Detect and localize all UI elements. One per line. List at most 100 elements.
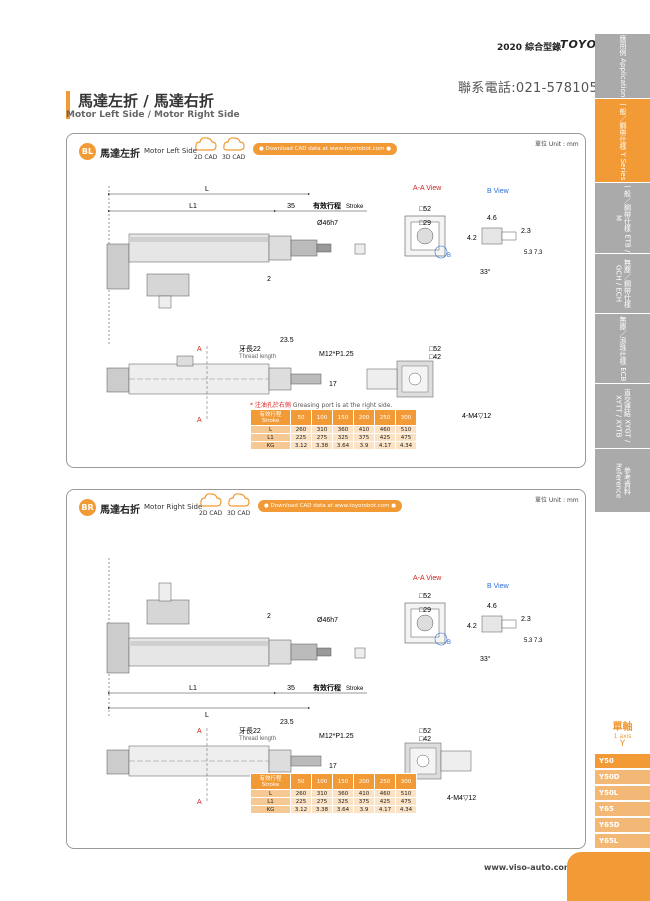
section-badge: BR — [79, 499, 96, 516]
sidebar-tab-0[interactable]: 應用例 Application — [595, 34, 650, 98]
catalog-title: 2020 綜合型錄 — [497, 43, 562, 53]
sidebar-tab-1[interactable]: 一般／鋼帶仕樣 Y Series — [595, 99, 650, 182]
sidebar-tab-label: 直交連結 XYGT / XYTT / XYTB — [614, 389, 632, 443]
aa-view-label: A-A View — [413, 185, 442, 192]
axis-nav-subtitle: 1 axis — [613, 733, 632, 740]
dim-sq29: □29 — [419, 220, 431, 227]
sidebar-tab-5[interactable]: 直交連結 XYGT / XYTT / XYTB — [595, 384, 650, 448]
sidebar-tab-2[interactable]: 一般／鋼帶仕樣 ETB / M — [595, 183, 650, 253]
dim-L: L — [205, 712, 209, 719]
unit-label: 單位 Unit : mm — [535, 497, 579, 504]
section-title-en: Motor Left Side — [144, 147, 197, 155]
thread-label-en: Thread length — [239, 736, 276, 742]
aa-view-drawing — [404, 215, 448, 259]
axis-item-label: Y65 — [599, 805, 614, 813]
table-cell: 325 — [332, 797, 354, 806]
page-subtitle: Motor Left Side / Motor Right Side — [66, 110, 240, 120]
row-label: L — [250, 425, 291, 434]
cad-2d-icon[interactable]: 2D CAD — [199, 492, 222, 517]
grease-note: * 注油孔於右側 Greasing port is at the right s… — [250, 402, 393, 409]
dim-35: 35 — [287, 685, 295, 692]
table-cell: 225 — [290, 433, 312, 442]
b-view-drawing — [481, 227, 517, 245]
axis-nav-header: 單軸 1 axis Y — [595, 722, 650, 749]
table-cell: 3.12 — [290, 441, 312, 450]
sidebar-tab-4[interactable]: 無塵／滾珠仕樣 ECB — [595, 314, 650, 383]
row-label: L1 — [250, 433, 291, 442]
footer-accent-tab — [567, 852, 650, 901]
table-cell: 310 — [311, 425, 333, 434]
dim-2: 2 — [267, 276, 271, 283]
page-title: 馬達左折 / 馬達右折 — [78, 92, 214, 110]
actuator-side-view — [106, 582, 366, 674]
table-cell: 460 — [374, 425, 396, 434]
dim-sq29: □29 — [419, 607, 431, 614]
stroke-col: 300 — [395, 773, 417, 790]
row-label: KG — [250, 805, 291, 814]
section-title-en: Motor Right Side — [144, 503, 203, 511]
cad-3d-label: 3D CAD — [227, 510, 251, 517]
table-cell: 410 — [353, 789, 375, 798]
table-cell: 225 — [290, 797, 312, 806]
section-marker-a-bottom: A — [197, 799, 202, 806]
axis-item-2[interactable]: Y50L — [595, 786, 650, 801]
row-label: L1 — [250, 797, 291, 806]
axis-item-5[interactable]: Y65L — [595, 834, 650, 849]
dim-sq52: □52 — [419, 206, 431, 213]
dim-33: 33° — [480, 268, 491, 276]
sidebar-tab-6[interactable]: 參考資料 Reference — [595, 449, 650, 512]
section-panel-bl: BL 馬達左折 Motor Left Side 2D CAD 3D CAD ● … — [66, 133, 586, 468]
table-cell: 510 — [395, 789, 417, 798]
table-cell: 3.12 — [290, 805, 312, 814]
stroke-col: 100 — [311, 409, 333, 426]
sidebar-tab-3[interactable]: 無塵／鋼帶仕樣 GCH / ECH — [595, 254, 650, 313]
table-cell: 410 — [353, 425, 375, 434]
table-cell: 360 — [332, 425, 354, 434]
cad-2d-icon[interactable]: 2D CAD — [194, 136, 217, 161]
dim-phi: Ø46h7 — [317, 220, 338, 227]
aa-view-label: A-A View — [413, 575, 442, 582]
axis-item-3[interactable]: Y65 — [595, 802, 650, 817]
dim-sq52: □52 — [419, 593, 431, 600]
dim-L: L — [205, 186, 209, 193]
table-cell: 375 — [353, 797, 375, 806]
drawing-area: L L1 35 有效行程 Stroke Ø46h7 2 A-A View B V… — [67, 156, 587, 456]
stroke-col: 250 — [374, 409, 396, 426]
dim-L1: L1 — [189, 685, 197, 692]
axis-item-4[interactable]: Y65D — [595, 818, 650, 833]
dim-L1: L1 — [189, 203, 197, 210]
sidebar-tab-label: 一般／鋼帶仕樣 Y Series — [619, 100, 627, 181]
thread-label-en: Thread length — [239, 354, 276, 360]
table-cell: 3.64 — [332, 805, 354, 814]
stroke-label-en: Stroke — [346, 204, 364, 210]
cad-2d-label: 2D CAD — [194, 154, 218, 161]
section-badge: BL — [79, 143, 96, 160]
dim-4-6: 4.6 — [487, 215, 497, 222]
table-cell: 260 — [290, 425, 312, 434]
footer-url[interactable]: www.viso-auto.com — [484, 863, 573, 872]
table-cell: 4.34 — [395, 441, 417, 450]
brand-logo: TOYO — [560, 38, 597, 51]
table-cell: 310 — [311, 789, 333, 798]
dim-m12: M12*P1.25 — [319, 733, 354, 740]
table-cell: 275 — [311, 797, 333, 806]
stroke-col: 50 — [290, 409, 312, 426]
stroke-col: 300 — [395, 409, 417, 426]
download-cad-button[interactable]: ● Download CAD data at www.toyorobot.com… — [253, 143, 398, 155]
stroke-col: 50 — [290, 773, 312, 790]
section-title-zh: 馬達右折 — [100, 505, 140, 516]
dim-4-6: 4.6 — [487, 603, 497, 610]
b-view-drawing — [481, 615, 517, 633]
aa-view-drawing — [404, 602, 448, 646]
cad-3d-icon[interactable]: 3D CAD — [227, 492, 250, 517]
cad-3d-icon[interactable]: 3D CAD — [222, 136, 245, 161]
dim-23-5: 23.5 — [280, 337, 294, 344]
axis-item-0[interactable]: Y50 — [595, 754, 650, 769]
axis-item-1[interactable]: Y50D — [595, 770, 650, 785]
sidebar-tab-label: 參考資料 Reference — [614, 462, 632, 499]
download-cad-button[interactable]: ● Download CAD data at www.toyorobot.com… — [258, 500, 403, 512]
